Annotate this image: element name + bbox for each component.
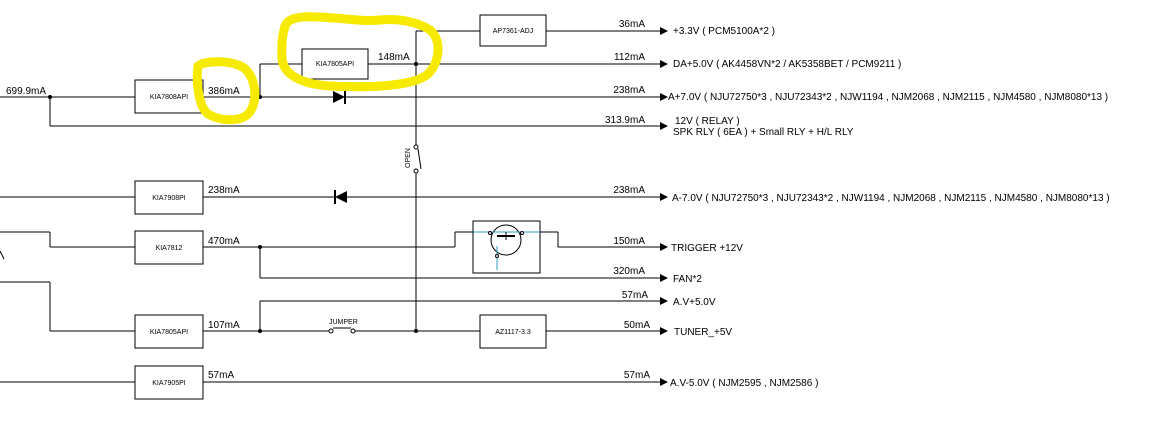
kia7905-current: 57mA bbox=[208, 370, 234, 381]
rail-label: TRIGGER +12V bbox=[671, 243, 743, 254]
rail-current: 112mA bbox=[614, 52, 645, 63]
rail-current: 36mA bbox=[619, 19, 645, 30]
rail-label: TUNER_+5V bbox=[674, 327, 732, 338]
kia7808-current: 386mA bbox=[208, 86, 240, 97]
kia7805-top-label: KIA7805API bbox=[316, 61, 354, 68]
ap7361-label: AP7361-ADJ bbox=[493, 28, 533, 35]
rail-current: 150mA bbox=[613, 236, 645, 247]
rail-label-2: SPK RLY ( 6EA ) + Small RLY + H/L RLY bbox=[673, 127, 854, 138]
highlight-kia7805-top bbox=[277, 12, 443, 92]
regulator-az1117: AZ1117-3.3 bbox=[479, 314, 547, 349]
rail-current: 238mA bbox=[613, 185, 645, 196]
kia7905-label: KIA7905PI bbox=[152, 380, 186, 387]
kia7812-label: KIA7812 bbox=[156, 245, 183, 252]
regulator-kia7905: KIA7905PI bbox=[134, 365, 204, 400]
kia7908-label: KIA7908PI bbox=[152, 195, 186, 202]
rail-current: 320mA bbox=[613, 266, 645, 277]
rail-label: +3.3V ( PCM5100A*2 ) bbox=[673, 26, 775, 37]
diode-negative bbox=[334, 190, 347, 204]
input-current: 699.9mA bbox=[6, 86, 46, 97]
jumper-label: JUMPER bbox=[329, 319, 358, 326]
output-arrows bbox=[660, 27, 668, 386]
open-label: OPEN bbox=[405, 148, 412, 168]
rail-current: 238mA bbox=[613, 85, 645, 96]
rail-current: 57mA bbox=[622, 290, 648, 301]
rail-label: FAN*2 bbox=[673, 274, 702, 285]
rail-current: 50mA bbox=[624, 320, 650, 331]
regulator-kia7808: KIA7808API bbox=[134, 79, 204, 114]
regulator-kia7805-bottom: KIA7805API bbox=[134, 314, 204, 349]
rail-current: 57mA bbox=[624, 370, 650, 381]
regulator-kia7805-top: KIA7805API bbox=[301, 48, 369, 80]
rail-label: A.V+5.0V bbox=[673, 297, 716, 308]
regulator-ap7361: AP7361-ADJ bbox=[479, 14, 547, 47]
rail-label: A-7.0V ( NJU72750*3 , NJU72343*2 , NJW11… bbox=[672, 193, 1110, 204]
rail-label: DA+5.0V ( AK4458VN*2 / AK5358BET / PCM92… bbox=[673, 59, 901, 70]
mosfet-switch bbox=[472, 220, 541, 274]
regulator-kia7908: KIA7908PI bbox=[134, 180, 204, 215]
highlight-kia7808-current bbox=[192, 57, 260, 125]
rail-label: A.V-5.0V ( NJM2595 , NJM2586 ) bbox=[670, 378, 818, 389]
rail-label: 12V ( RELAY ) bbox=[675, 116, 740, 127]
kia7812-current: 470mA bbox=[208, 236, 240, 247]
kia7805-top-current: 148mA bbox=[378, 52, 410, 63]
kia7908-current: 238mA bbox=[208, 185, 240, 196]
rail-label: A+7.0V ( NJU72750*3 , NJU72343*2 , NJW11… bbox=[668, 92, 1108, 103]
kia7805-bottom-current: 107mA bbox=[208, 320, 240, 331]
rail-current: 313.9mA bbox=[605, 115, 645, 126]
az1117-label: AZ1117-3.3 bbox=[495, 329, 531, 336]
jumper-switch: JUMPER bbox=[328, 319, 358, 334]
regulator-kia7812: KIA7812 bbox=[134, 230, 204, 265]
kia7805-bottom-label: KIA7805API bbox=[150, 329, 188, 336]
diode-positive bbox=[333, 90, 346, 104]
kia7808-label: KIA7808API bbox=[150, 94, 188, 101]
open-switch: OPEN bbox=[405, 144, 422, 174]
wires bbox=[0, 30, 660, 383]
